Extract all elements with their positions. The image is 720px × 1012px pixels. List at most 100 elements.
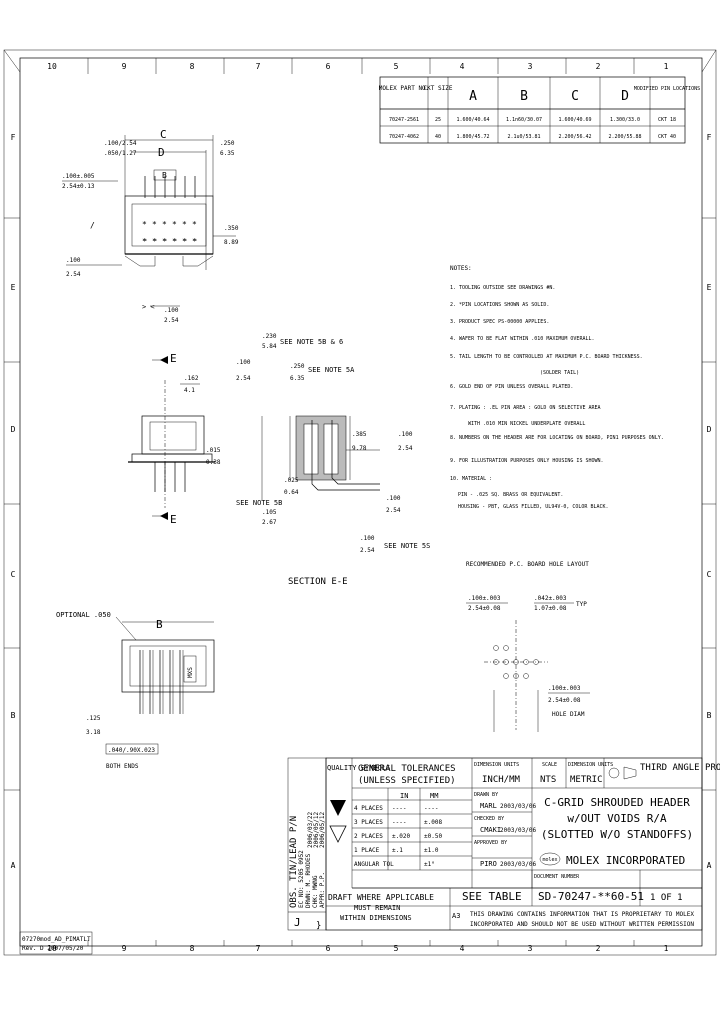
column-marker-bottom: 10 xyxy=(47,944,57,953)
column-marker-bottom: 4 xyxy=(460,944,465,953)
revision-line: 2006/03/22 xyxy=(307,811,314,848)
within-dimensions: WITHIN DIMENSIONS xyxy=(340,914,412,922)
dim-b-2: .125 xyxy=(86,715,101,722)
column-marker-top: 3 xyxy=(528,62,533,71)
dim-bottom-2: 2.54 xyxy=(164,317,179,324)
column-marker-top: 2 xyxy=(596,62,601,71)
dim-s4-b: 9.78 xyxy=(352,445,367,452)
both-ends: BOTH ENDS xyxy=(106,763,139,770)
optional-label: OPTIONAL .050 xyxy=(56,611,111,619)
dim-s5-b: 2.54 xyxy=(398,445,413,452)
note-item: 2. *PIN LOCATIONS SHOWN AS SOLID. xyxy=(450,302,549,308)
table-header-modified: MODIFIED PIN LOCATIONS xyxy=(634,86,700,92)
must-remain: MUST REMAIN xyxy=(354,904,400,912)
section-title: SECTION E-E xyxy=(288,577,348,587)
see-note-2: SEE NOTE 5A xyxy=(308,366,355,374)
mxs-label: MXS xyxy=(187,667,194,678)
note-item: 8. NUMBERS ON THE HEADER ARE FOR LOCATIN… xyxy=(450,435,664,441)
column-marker-top: 10 xyxy=(47,62,57,71)
revision-line: 2006/05/12 xyxy=(319,811,326,848)
row-marker-right: F xyxy=(707,133,712,142)
revision-line: 2006/05/12 xyxy=(313,811,320,848)
tol-mm: ±.008 xyxy=(424,819,442,826)
unless-specified: (UNLESS SPECIFIED) xyxy=(358,776,456,786)
dim-left-3: .100 xyxy=(66,257,81,264)
table-cell: CKT 40 xyxy=(658,134,676,140)
svg-text:*: * xyxy=(142,220,147,229)
pcb-hole xyxy=(513,673,519,679)
dim-left-1: .100±.005 xyxy=(62,173,95,180)
projection-label: THIRD ANGLE PROJECTION xyxy=(640,763,720,773)
dim-s1-a: .230 xyxy=(262,333,277,340)
section-marker-top: E xyxy=(170,352,177,365)
note-7-sub: WITH .010 MIN NICKEL UNDERPLATE OVERALL xyxy=(468,421,585,427)
scale-label: SCALE xyxy=(542,762,557,768)
tol-in: ±.020 xyxy=(392,833,410,840)
row-marker-left: E xyxy=(11,283,16,292)
dim-s2-b: 2.54 xyxy=(236,375,251,382)
title-line-2: w/OUT VOIDS R/A xyxy=(567,812,667,825)
dim-b-label-top: B xyxy=(162,171,167,180)
approved-date: 2003/03/06 xyxy=(500,861,537,868)
table-cell: 1.1n60/30.07 xyxy=(506,117,542,123)
table-cell: 2.200/56.42 xyxy=(558,134,591,140)
pcb-typ: TYP xyxy=(576,601,587,608)
note-item: 9. FOR ILLUSTRATION PURPOSES ONLY HOUSIN… xyxy=(450,458,604,464)
section-e-e-view: .230 5.84 SEE NOTE 5B & 6 .100 2.54 .250… xyxy=(236,333,430,587)
row-marker-left: D xyxy=(11,425,16,434)
material-no: SEE TABLE xyxy=(462,890,522,903)
tol-place: 1 PLACE xyxy=(354,847,380,854)
row-marker-right: D xyxy=(707,425,712,434)
svg-text:*: * xyxy=(182,237,187,246)
column-marker-bottom: 5 xyxy=(394,944,399,953)
material-1: PIN - .025 SQ. BRASS OR EQUIVALENT. xyxy=(458,492,563,498)
pcb-hole xyxy=(503,645,509,651)
pcb-dim-5: .100±.003 xyxy=(548,685,581,692)
dim-b-4: .040/.90X.023 xyxy=(108,747,155,754)
note-item: 5. TAIL LENGTH TO BE CONTROLLED AT MAXIM… xyxy=(450,354,643,360)
pcb-hole xyxy=(523,673,529,679)
corner-stamp-box xyxy=(19,931,93,955)
table-cell: 2.1u0/53.81 xyxy=(507,134,540,140)
part-number-table: MOLEX PART NO. CKT SIZE A B C D MODIFIED… xyxy=(379,76,700,144)
molex-logo-text: molex xyxy=(542,857,557,863)
note-5-sub: (SOLDER TAIL) xyxy=(540,370,579,376)
dim-s5-a: .100 xyxy=(398,431,413,438)
drawing-units-label: DIMENSION UNITS xyxy=(474,762,519,768)
row-marker-right: A xyxy=(707,861,712,870)
dim-d-label: D xyxy=(158,146,165,159)
column-marker-bottom: 8 xyxy=(190,944,195,953)
pcb-hole xyxy=(493,645,499,651)
tol-angular: ±1° xyxy=(424,861,435,868)
dim-e-2: 4.1 xyxy=(184,387,195,394)
svg-text:*: * xyxy=(152,220,157,229)
column-marker-top: 8 xyxy=(190,62,195,71)
revision-code: J xyxy=(294,916,301,929)
draft-label: DRAFT WHERE APPLICABLE xyxy=(328,893,434,902)
title-line-3: (SLOTTED W/O STANDOFFS) xyxy=(541,828,693,841)
sheet-outer-border xyxy=(3,49,717,956)
dim-e-4: 0.38 xyxy=(206,459,221,466)
drawn-label: DRAWN BY xyxy=(474,792,498,798)
dim-s4-a: .385 xyxy=(352,431,367,438)
title-block: QUALITY SYMBOLS GENERAL TOLERANCES (UNLE… xyxy=(325,757,720,931)
front-view: ****** ****** C D B .100/2.54 .050/1.27 … xyxy=(62,128,239,324)
sheet-inner-border xyxy=(19,57,703,947)
checked-label: CHECKED BY xyxy=(474,816,504,822)
dim-s1-b: 5.84 xyxy=(262,343,277,350)
see-note-1: SEE NOTE 5B & 6 xyxy=(280,338,343,346)
general-tolerances: GENERAL TOLERANCES xyxy=(358,764,456,774)
tol-in: ±.1 xyxy=(392,847,403,854)
revision-line: APPR: P.P. xyxy=(319,872,326,908)
svg-text:}: } xyxy=(316,921,321,931)
tol-mm: ±1.0 xyxy=(424,847,439,854)
dim-left-2: 2.54±0.13 xyxy=(62,183,95,190)
drawn-by: MARL xyxy=(480,802,497,810)
proprietary-1: THIS DRAWING CONTAINS INFORMATION THAT I… xyxy=(470,911,694,918)
svg-text:*: * xyxy=(162,237,167,246)
title-line-1: C-GRID SHROUDED HEADER xyxy=(544,796,690,809)
drawn-date: 2003/03/06 xyxy=(500,803,537,810)
drawing-units: INCH/MM xyxy=(482,775,521,785)
dim-s7-a: .025 xyxy=(284,477,299,484)
